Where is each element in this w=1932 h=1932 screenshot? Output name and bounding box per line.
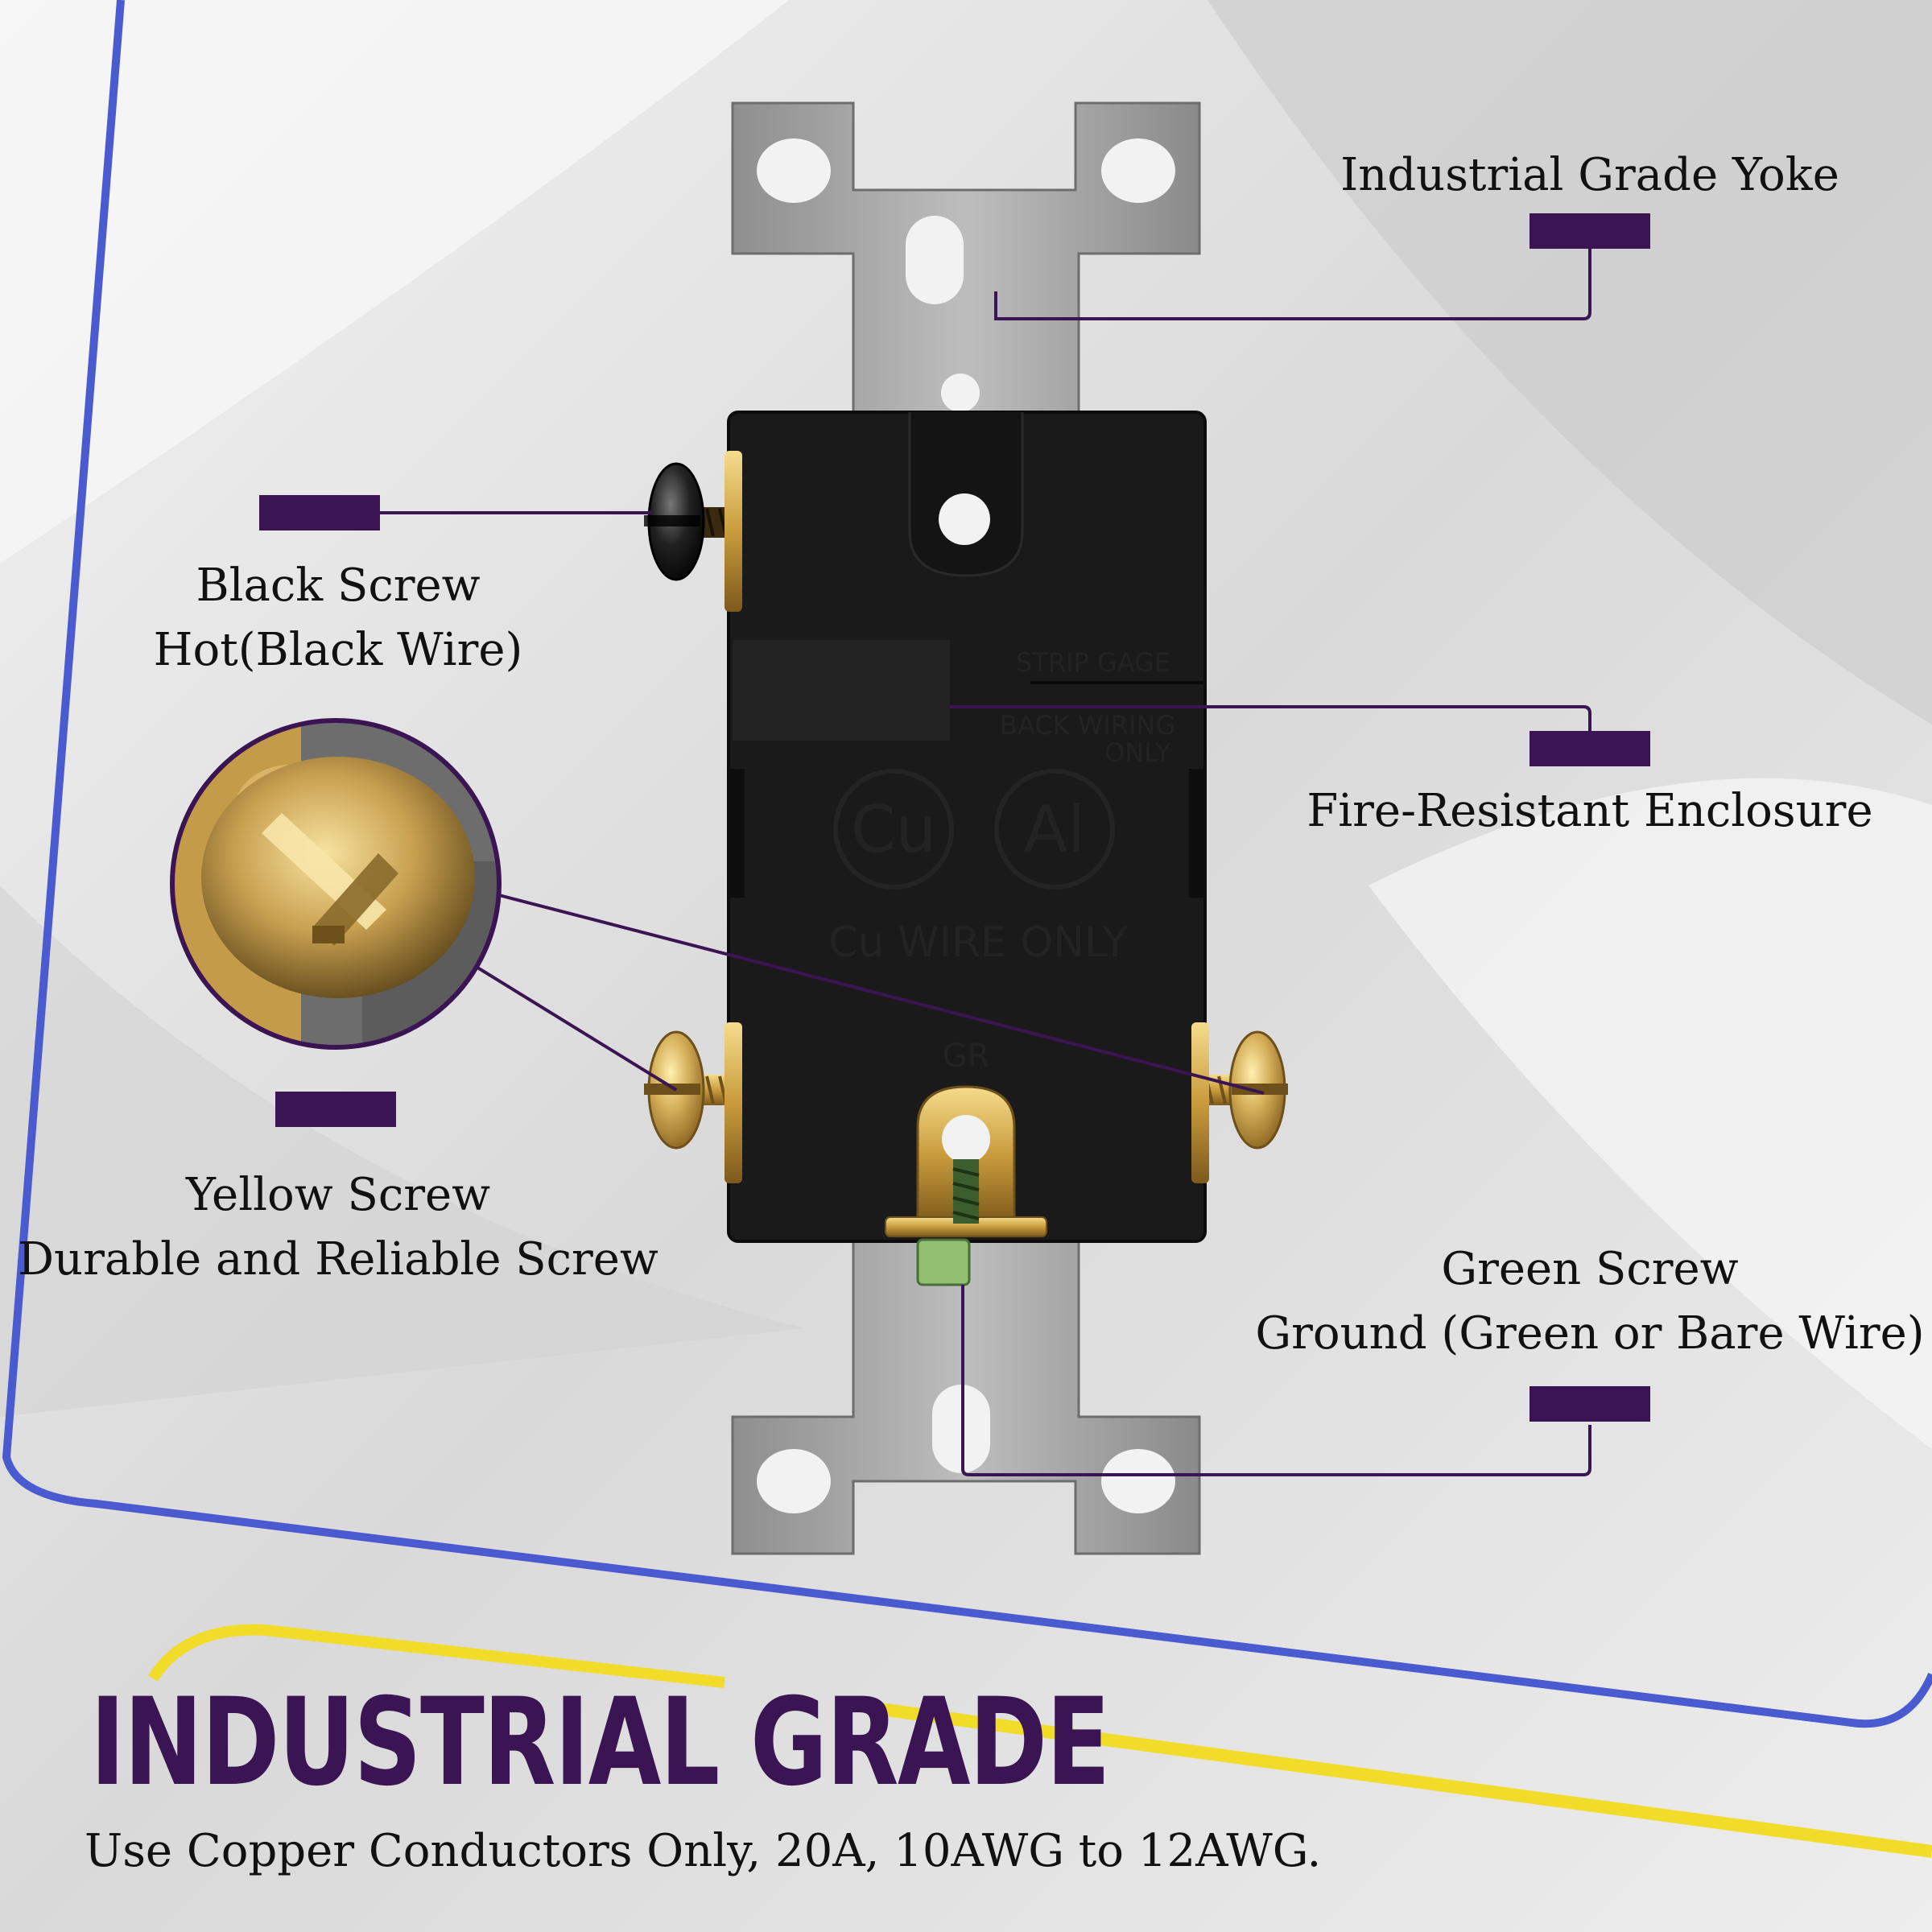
callout-yellow-screw-desc: Durable and Reliable Screw bbox=[18, 1233, 658, 1286]
marking-screw-terminal: TERMINAL bbox=[748, 672, 872, 700]
callout-black-screw-label: Black Screw Hot(Black Wire) bbox=[113, 554, 564, 683]
marking-gr: GR bbox=[943, 1038, 990, 1075]
frame-line bbox=[2, 0, 1932, 1728]
marking-al: Al bbox=[1024, 792, 1086, 867]
marker-yoke bbox=[1530, 213, 1650, 249]
connector-yoke bbox=[994, 246, 1591, 320]
connector-yellow-screw-left bbox=[473, 964, 678, 1092]
marker-yellow-screw bbox=[275, 1092, 396, 1127]
callout-green-screw-desc: Ground (Green or Bare Wire) bbox=[1255, 1307, 1925, 1360]
housing-marking-panel bbox=[733, 640, 950, 741]
headline: INDUSTRIAL GRADE bbox=[90, 1673, 1110, 1813]
housing-side-rail bbox=[1189, 769, 1205, 898]
marking-cu-wire-only: Cu WIRE ONLY bbox=[828, 919, 1128, 967]
marking-cu: Cu bbox=[851, 792, 937, 867]
background-facet bbox=[1368, 778, 1932, 1449]
background-facet bbox=[0, 886, 805, 1417]
callout-enclosure-title: Fire-Resistant Enclosure bbox=[1307, 785, 1873, 837]
marker-enclosure bbox=[1530, 731, 1650, 766]
marking-back-wiring: BACK WIRING bbox=[1000, 710, 1175, 741]
callout-yoke-title: Industrial Grade Yoke bbox=[1340, 149, 1839, 201]
marking-screw-terminal: #10 #12AWG bbox=[749, 696, 916, 724]
background-facet bbox=[1208, 0, 1932, 724]
ground-bracket-hole bbox=[942, 1115, 990, 1163]
callout-yellow-screw-title: Yellow Screw bbox=[185, 1169, 491, 1221]
housing-side-rail bbox=[729, 769, 745, 898]
yoke-top bbox=[731, 101, 1201, 428]
green-screw-nut bbox=[916, 1238, 971, 1286]
callout-green-screw-title: Green Screw bbox=[1441, 1243, 1739, 1295]
yoke-mount-hole bbox=[757, 138, 831, 203]
yoke-center-hole bbox=[941, 374, 980, 412]
connector-green-screw bbox=[961, 1285, 1591, 1476]
yoke-slot bbox=[906, 216, 964, 304]
black-screw bbox=[644, 451, 742, 612]
yoke-mount-hole bbox=[757, 1449, 831, 1513]
callout-yoke-label: Industrial Grade Yoke bbox=[1320, 143, 1860, 208]
housing-al-ring bbox=[994, 769, 1115, 890]
callout-enclosure-label: Fire-Resistant Enclosure bbox=[1288, 779, 1892, 844]
green-screw-thread-lines bbox=[952, 1167, 980, 1220]
marking-back-wiring: ONLY bbox=[1104, 737, 1171, 768]
callout-black-screw-title: Black Screw bbox=[196, 559, 481, 612]
marking-screw-terminal: SCREW bbox=[749, 648, 836, 676]
callout-yellow-screw-label: Yellow Screw Durable and Reliable Screw bbox=[16, 1163, 660, 1292]
callout-green-screw-label: Green Screw Ground (Green or Bare Wire) bbox=[1240, 1237, 1932, 1366]
yoke-mount-hole bbox=[1101, 138, 1175, 203]
receptacle-product-image: SCREW TERMINAL #10 #12AWG STRIP GAGE BAC… bbox=[644, 101, 1288, 1555]
connector-yellow-screw bbox=[498, 894, 1265, 1095]
subline: Use Copper Conductors Only, 20A, 10AWG t… bbox=[85, 1825, 1322, 1877]
yellow-swoosh bbox=[872, 1702, 1932, 1858]
yoke-mount-hole bbox=[1101, 1449, 1175, 1513]
yellow-swoosh bbox=[148, 1624, 725, 1688]
marking-strip-gage: STRIP GAGE bbox=[1016, 647, 1170, 678]
marker-black-screw bbox=[259, 495, 380, 530]
callout-connectors bbox=[378, 246, 1591, 1476]
background-facet bbox=[0, 0, 789, 564]
housing-cu-ring bbox=[833, 769, 954, 890]
connector-enclosure bbox=[950, 705, 1591, 734]
marker-green-screw bbox=[1530, 1386, 1650, 1422]
callout-black-screw-desc: Hot(Black Wire) bbox=[153, 624, 523, 676]
housing-top-hole bbox=[939, 493, 990, 545]
